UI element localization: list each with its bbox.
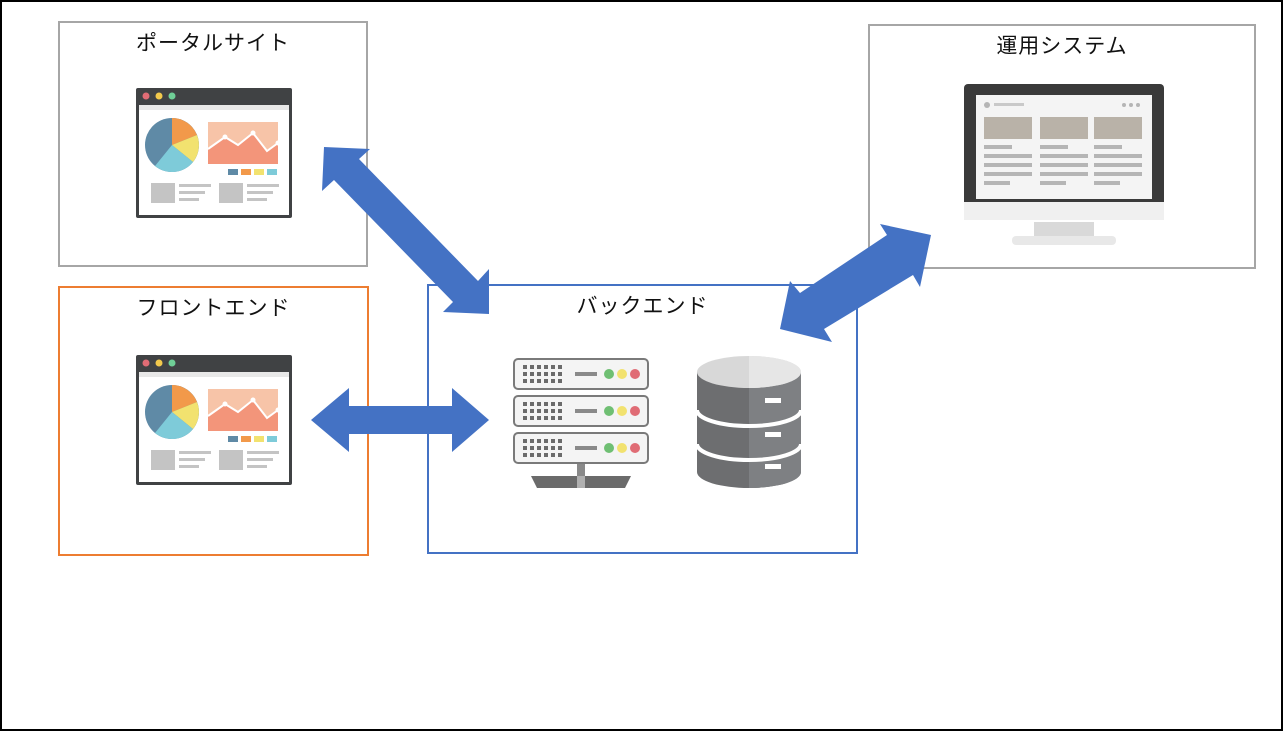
portal-site-box: ポータルサイト	[58, 21, 368, 267]
ops-backend-arrow	[780, 224, 931, 342]
desktop-monitor-icon	[964, 84, 1164, 245]
frontend-box: フロントエンド	[58, 286, 369, 556]
frontend-backend-arrow	[311, 388, 489, 452]
browser-dashboard-icon	[136, 88, 292, 218]
database-icon	[695, 356, 803, 488]
portal-site-label: ポータルサイト	[136, 31, 290, 55]
backend-box: バックエンド	[427, 284, 858, 554]
backend-label: バックエンド	[576, 294, 709, 318]
server-rack-icon	[513, 358, 649, 488]
operations-system-box: 運用システム	[868, 24, 1256, 269]
frontend-label: フロントエンド	[136, 296, 291, 320]
portal-backend-arrow	[322, 147, 489, 314]
browser-dashboard-icon	[136, 355, 292, 485]
operations-system-label: 運用システム	[996, 34, 1128, 58]
